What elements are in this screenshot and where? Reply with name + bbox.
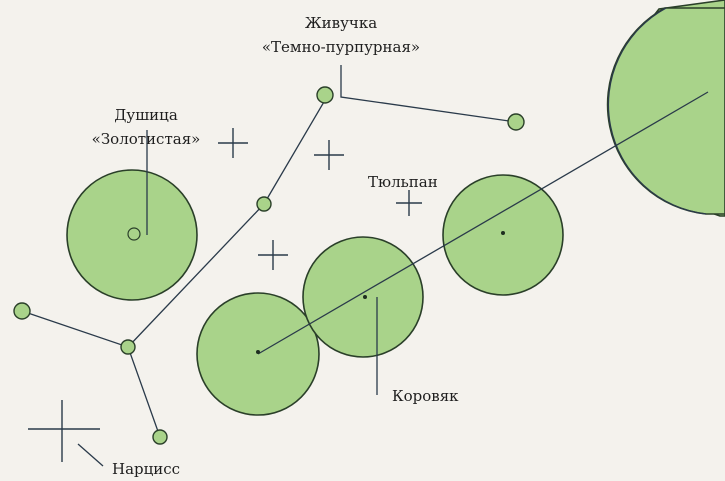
zhivuchka-plant-3	[256, 196, 272, 212]
zhivuchka-link-3	[21, 310, 129, 348]
zhivuchka-plant-6	[152, 429, 168, 445]
korovyak-center-dot-2	[363, 295, 367, 299]
dushitsa-label-line2: «Золотистая»	[92, 130, 201, 148]
tyulpan-label: Тюльпан	[368, 173, 438, 191]
large-plant-half-circle-body	[606, 7, 725, 215]
zhivuchka-link-4	[127, 346, 161, 438]
dushitsa-label-line1: Душица	[114, 106, 178, 124]
zhivuchka-plant-2	[507, 113, 525, 131]
zhivuchka-link-2	[127, 203, 265, 348]
zhivuchka-label-line1: Живучка	[305, 14, 377, 32]
zhivuchka-plant-1	[316, 86, 334, 104]
zhivuchka-leader-line	[340, 65, 517, 123]
zhivuchka-plant-4	[13, 302, 31, 320]
korovyak-center-dot-1	[256, 350, 260, 354]
cross-marker-1	[218, 128, 248, 158]
zhivuchka-plant-5	[120, 339, 136, 355]
zhivuchka-link-1	[263, 94, 329, 205]
nartsiss-leader-line	[77, 443, 104, 467]
dushitsa-center-marker	[127, 227, 141, 241]
nartsiss-cross-marker	[28, 400, 100, 462]
korovyak-center-dot-3	[501, 231, 505, 235]
cross-marker-2	[314, 140, 344, 170]
korovyak-chain-line	[257, 91, 709, 355]
korovyak-label: Коровяк	[392, 387, 459, 405]
cross-marker-3	[396, 190, 422, 216]
zhivuchka-label-line2: «Темно-пурпурная»	[262, 38, 420, 56]
nartsiss-label: Нарцисс	[112, 460, 180, 478]
large-plant-outline	[607, 7, 707, 215]
cross-marker-4	[258, 240, 288, 270]
